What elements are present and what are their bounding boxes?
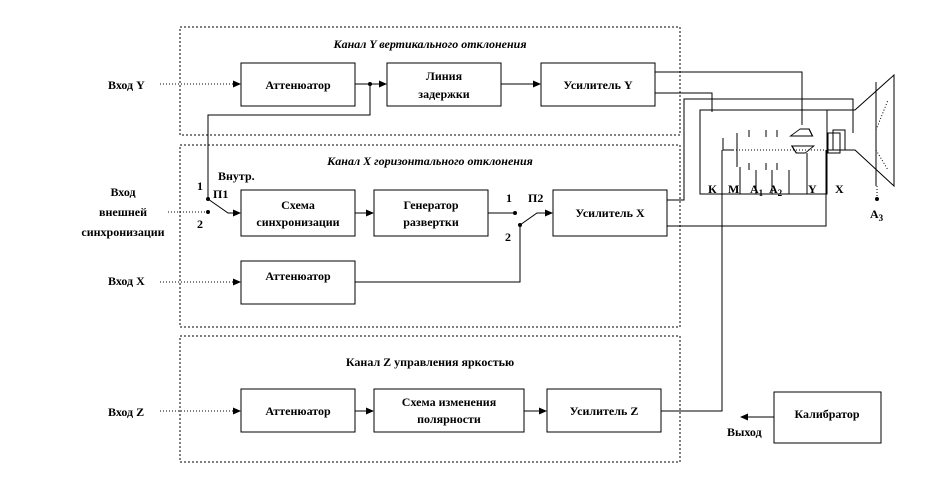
svg-text:Линия: Линия [426,69,463,83]
switch-p1: Внутр. П1 1 2 [168,169,255,231]
svg-text:Усилитель Z: Усилитель Z [570,404,639,418]
svg-text:Аттенюатор: Аттенюатор [265,78,331,92]
svg-text:Калибратор: Калибратор [794,407,859,421]
amplifier-z-block: Усилитель Z [546,388,662,433]
channel-x-frame: Канал X горизонтального отклонения [179,144,681,328]
svg-text:Генератор: Генератор [403,198,458,212]
channel-y-frame: Канал Y вертикального отклонения [179,26,681,136]
attenuator-x-block: Аттенюатор [240,260,356,305]
crt-x-label: X [835,182,844,196]
svg-text:Усилитель X: Усилитель X [575,206,645,220]
channel-z-wiring [160,150,723,415]
svg-text:полярности: полярности [417,412,481,426]
svg-text:Вход: Вход [110,185,135,199]
svg-text:развертки: развертки [403,215,459,229]
switch-p1-label: П1 [213,187,228,201]
attenuator-z-block: Аттенюатор [240,388,356,433]
svg-text:синхронизации: синхронизации [81,225,164,239]
svg-text:внешней: внешней [99,205,147,219]
svg-text:синхронизации: синхронизации [256,215,339,229]
input-ext-sync-label: Вход внешней синхронизации [81,185,164,239]
svg-text:Схема: Схема [281,198,315,212]
channel-x-output-wiring [667,98,854,227]
svg-text:Аттенюатор: Аттенюатор [265,269,331,283]
sweep-generator-block: Генератор развертки [373,189,489,237]
svg-text:Аттенюатор: Аттенюатор [265,404,331,418]
attenuator-y-block: Аттенюатор [240,62,356,107]
polarity-block: Схема изменения полярности [373,388,525,433]
svg-text:1: 1 [506,191,512,205]
switch-p2-label: П2 [528,191,543,205]
channel-z-frame: Канал Z управления яркостью [179,335,681,463]
crt-k-label: К [708,182,717,196]
channel-z-title: Канал Z управления яркостью [346,355,514,369]
crt-a1-label: A1 [750,182,764,198]
crt-m-label: М [728,182,739,196]
svg-text:1: 1 [197,179,203,193]
switch-p2: 1 П2 2 [355,191,553,283]
channel-x-title: Канал X горизонтального отклонения [326,154,533,168]
channel-y-title: Канал Y вертикального отклонения [332,37,526,51]
input-x-label: Вход X [108,274,145,288]
crt-pin-labels: К М A1 A2 Y X A3 [708,182,884,223]
input-z-label: Вход Z [108,405,144,419]
svg-text:Схема изменения: Схема изменения [402,395,497,409]
calibrator-block: Калибратор [773,391,882,444]
svg-text:задержки: задержки [418,87,470,101]
sync-block: Схема синхронизации [240,189,356,237]
crt-a3-label: A3 [870,207,884,223]
crt-a2-label: A2 [769,182,783,198]
amplifier-x-block: Усилитель X [552,189,668,237]
crt-tube [699,73,895,201]
switch-p1-internal-label: Внутр. [218,169,255,183]
svg-text:Усилитель Y: Усилитель Y [563,78,633,92]
svg-text:2: 2 [505,230,511,244]
amplifier-y-block: Усилитель Y [540,62,656,107]
crt-y-label: Y [808,182,817,196]
input-y-label: Вход Y [108,78,145,92]
delay-line-block: Линия задержки [386,62,502,107]
svg-text:2: 2 [197,217,203,231]
channel-y-wiring [160,71,803,177]
output-label: Выход [727,425,762,439]
